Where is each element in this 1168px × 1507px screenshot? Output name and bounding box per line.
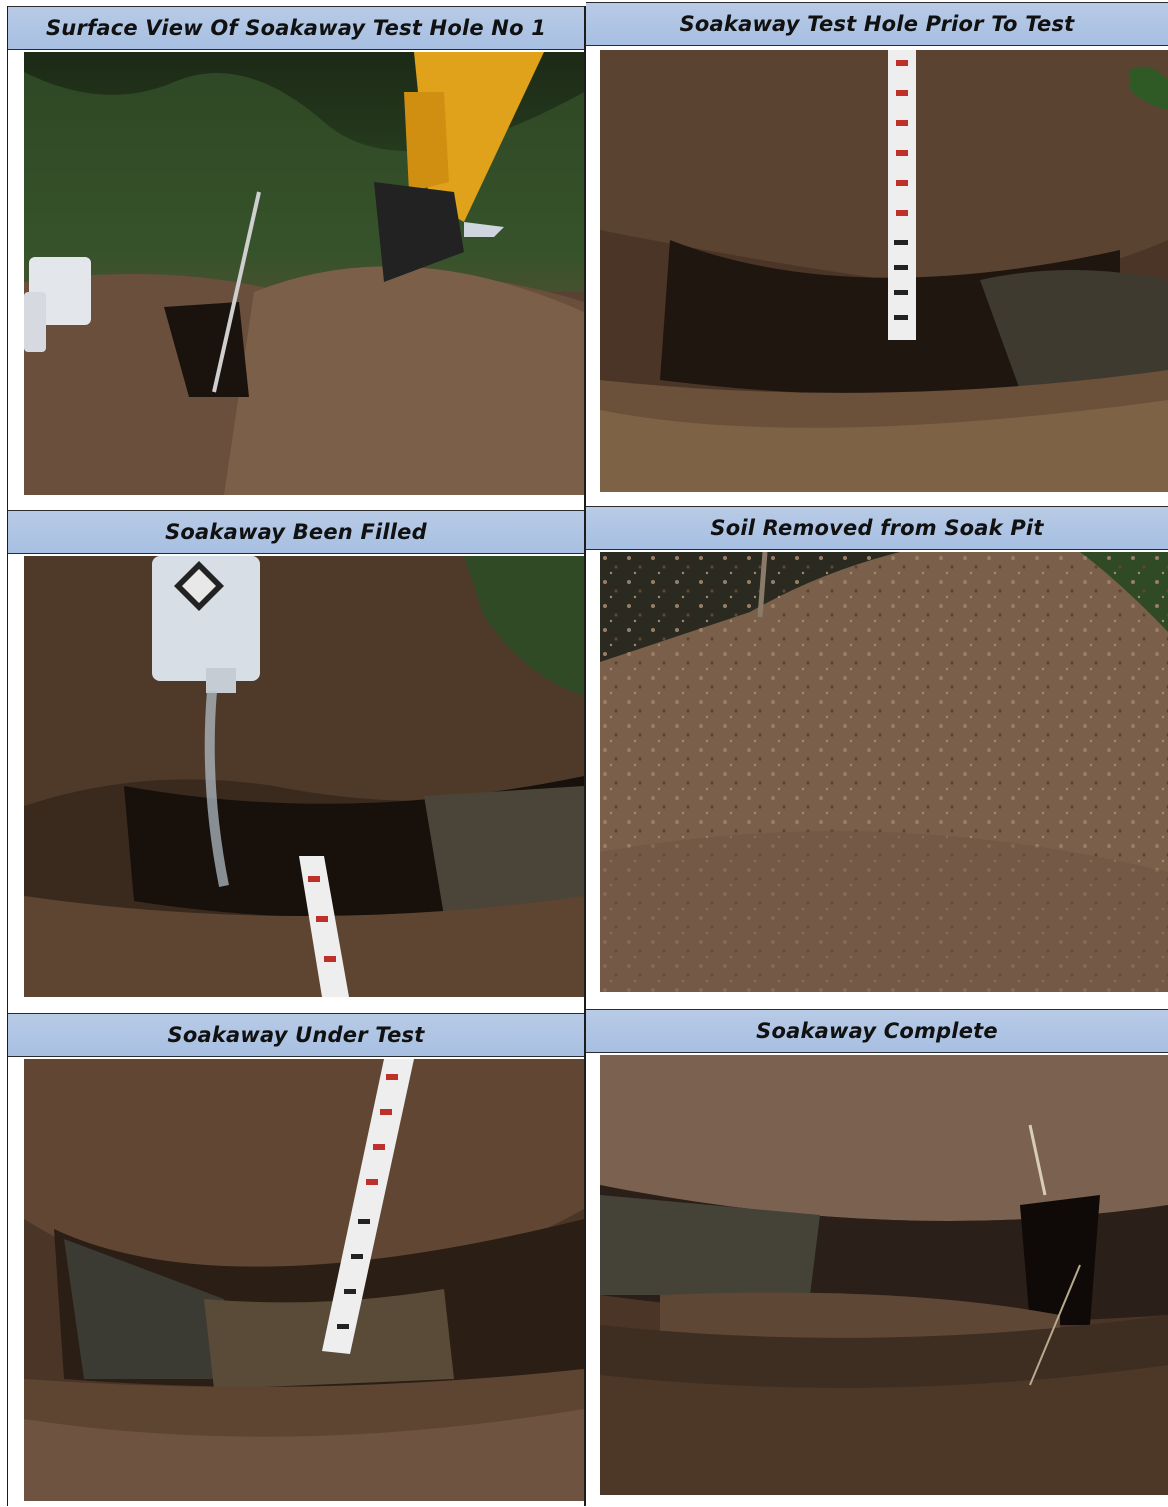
caption-bar-3: Soakaway Been Filled [8, 510, 584, 554]
photo-soil-removed [600, 552, 1168, 992]
photo-prior-to-test [600, 50, 1168, 492]
caption-complete: Soakaway Complete [756, 1019, 998, 1043]
caption-soil-removed: Soil Removed from Soak Pit [710, 516, 1044, 540]
left-border [7, 6, 8, 1506]
caption-bar-2: Soakaway Test Hole Prior To Test [586, 2, 1168, 46]
photo-under-test [24, 1059, 584, 1501]
photo-complete [600, 1055, 1168, 1495]
caption-bar-6: Soakaway Complete [586, 1009, 1168, 1053]
caption-bar-1: Surface View Of Soakaway Test Hole No 1 [8, 6, 584, 50]
caption-surface-view: Surface View Of Soakaway Test Hole No 1 [45, 16, 547, 40]
photo-been-filled [24, 556, 584, 997]
caption-bar-5: Soakaway Under Test [8, 1013, 584, 1057]
photo-surface-view [24, 52, 584, 495]
caption-under-test: Soakaway Under Test [167, 1023, 425, 1047]
column-divider [584, 6, 586, 1506]
caption-prior-to-test: Soakaway Test Hole Prior To Test [679, 12, 1075, 36]
caption-been-filled: Soakaway Been Filled [165, 520, 427, 544]
caption-bar-4: Soil Removed from Soak Pit [586, 506, 1168, 550]
